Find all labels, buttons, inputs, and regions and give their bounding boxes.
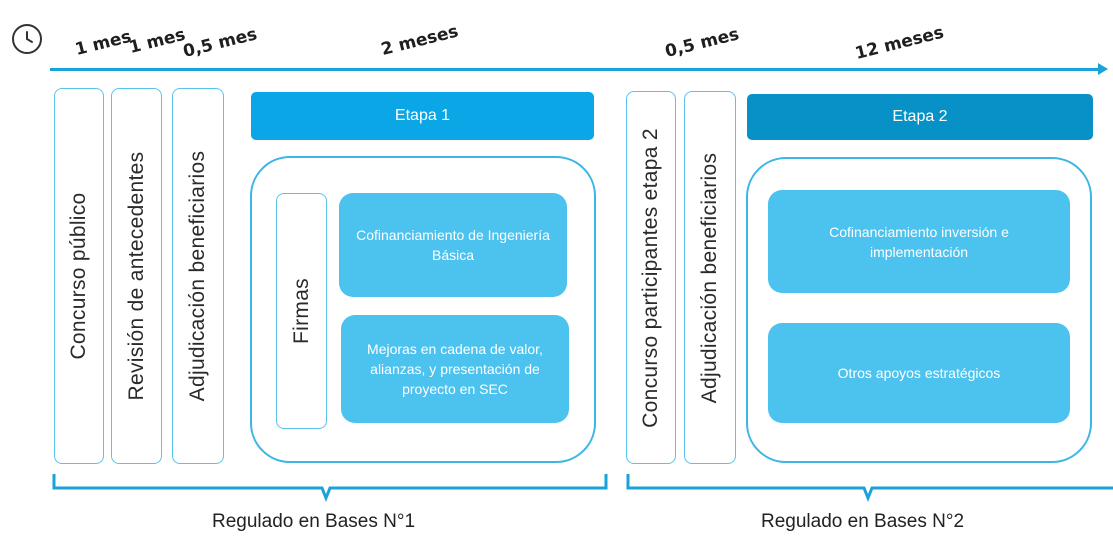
action-text: Mejoras en cadena de valor, alianzas, y … xyxy=(367,341,543,397)
brace-phase-1 xyxy=(52,474,608,503)
regulated-label-1: Regulado en Bases N°1 xyxy=(212,511,416,532)
step-firmas: Firmas xyxy=(276,193,327,429)
action-text: Cofinanciamiento inversión e implementac… xyxy=(829,223,1009,260)
step-concurso-publico: Concurso público xyxy=(54,88,104,464)
step-concurso-etapa-2: Concurso participantes etapa 2 xyxy=(626,91,676,464)
action-text: Cofinanciamiento de Ingeniería Básica xyxy=(356,227,550,263)
stage-2-header: Etapa 2 xyxy=(747,94,1093,140)
brace-phase-2 xyxy=(626,474,1113,503)
stage-2-title: Etapa 2 xyxy=(892,108,948,125)
step-revision-antecedentes: Revisión de antecedentes xyxy=(111,88,162,464)
step-adjudicacion-1: Adjudicación beneficiarios xyxy=(172,88,224,464)
arrow-right-icon xyxy=(1098,63,1108,75)
action-text: Otros apoyos estratégicos xyxy=(837,365,1001,381)
step-adjudicacion-2: Adjudicación beneficiarios xyxy=(684,91,736,464)
action-box: Cofinanciamiento inversión e implementac… xyxy=(768,190,1070,293)
stage-1-header: Etapa 1 xyxy=(251,92,594,140)
action-box: Cofinanciamiento de Ingeniería Básica xyxy=(339,193,567,297)
clock-icon xyxy=(12,24,42,54)
regulated-label-2: Regulado en Bases N°2 xyxy=(761,511,965,532)
stage-1-frame xyxy=(250,156,596,463)
timeline-line xyxy=(50,68,1100,71)
action-box: Mejoras en cadena de valor, alianzas, y … xyxy=(341,315,569,423)
stage-1-title: Etapa 1 xyxy=(394,107,451,124)
action-box: Otros apoyos estratégicos xyxy=(768,323,1070,423)
stage-2-frame xyxy=(746,157,1092,463)
